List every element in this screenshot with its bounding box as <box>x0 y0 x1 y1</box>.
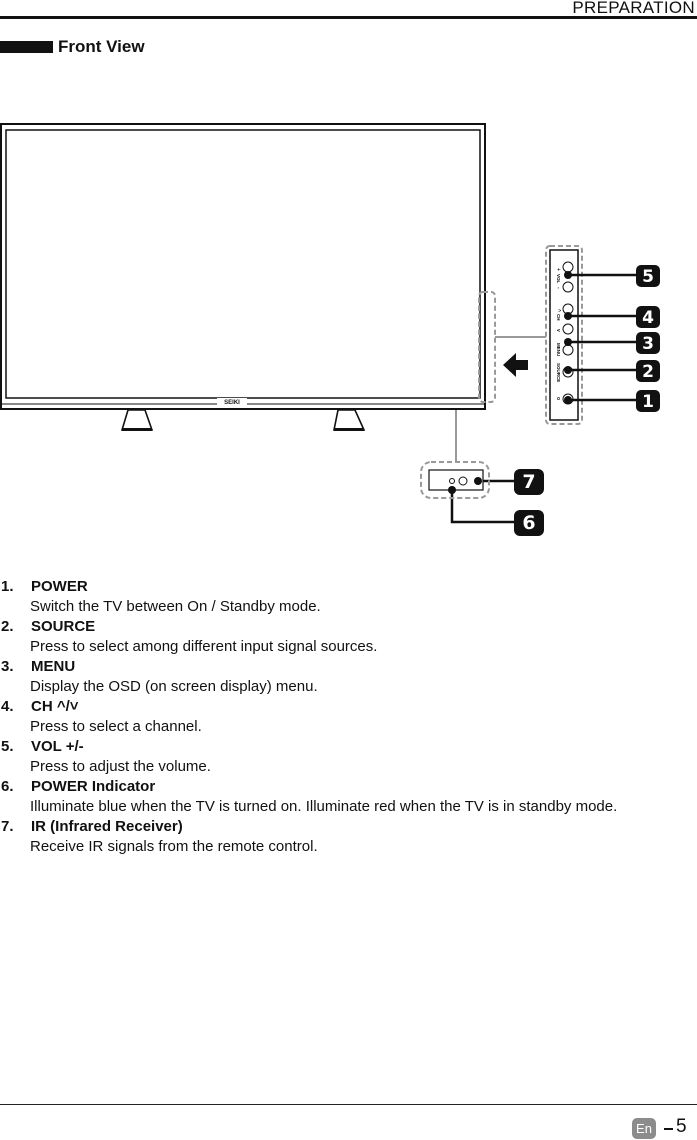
tv-stand-left <box>120 409 154 431</box>
list-item: 1. POWER Switch the TV between On / Stand… <box>0 577 697 617</box>
item-description: Illuminate blue when the TV is turned on… <box>30 798 618 815</box>
callout-badge-6: 6 <box>514 510 544 536</box>
item-title: POWER <box>31 578 88 595</box>
svg-text:4: 4 <box>642 308 654 328</box>
side-label-vol: VOL <box>556 274 561 284</box>
item-number: 2. <box>1 618 14 635</box>
list-item: 3. MENU Display the OSD (on screen displa… <box>0 657 697 697</box>
svg-text:-: - <box>555 287 561 289</box>
item-title: MENU <box>31 658 76 675</box>
tv-front-view-diagram: SEIKI + - ^ v o VOL CH MENU SOURCE <box>0 123 660 536</box>
callout-badge-3: 3 <box>636 332 660 354</box>
item-number: 1. <box>1 578 14 595</box>
side-label-ch: CH <box>556 314 561 321</box>
side-label-menu: MENU <box>556 343 561 356</box>
language-badge: En <box>632 1118 656 1139</box>
svg-text:o: o <box>555 397 561 400</box>
ir-indicator-panel <box>420 410 490 499</box>
svg-text:2: 2 <box>642 362 654 382</box>
item-title: SOURCE <box>31 618 96 635</box>
item-title: IR (Infrared Receiver) <box>31 818 183 835</box>
svg-text:3: 3 <box>642 334 654 354</box>
svg-text:7: 7 <box>522 471 535 493</box>
pointer-arrow-icon <box>503 353 528 377</box>
svg-text:1: 1 <box>642 392 654 412</box>
item-number: 5. <box>1 738 14 755</box>
svg-text:5: 5 <box>642 267 654 287</box>
callout-badge-5: 5 <box>636 265 660 287</box>
item-number: 6. <box>1 778 14 795</box>
item-title: VOL +/- <box>31 738 84 755</box>
svg-text:v: v <box>555 329 561 332</box>
svg-text:^: ^ <box>555 309 561 312</box>
list-item: 2. SOURCE Press to select among different… <box>0 617 697 657</box>
section-title: Front View <box>58 37 145 56</box>
side-button-highlight <box>478 291 496 403</box>
item-number: 4. <box>1 698 14 715</box>
item-description: Receive IR signals from the remote contr… <box>30 838 318 855</box>
item-title: CH ^/˅ <box>31 698 79 715</box>
callout-badge-1: 1 <box>636 390 660 412</box>
item-description: Switch the TV between On / Standby mode. <box>30 598 321 615</box>
footer-rule <box>0 1104 697 1105</box>
side-button-panel: + - ^ v o VOL CH MENU SOURCE <box>545 245 583 425</box>
header-rule <box>0 16 697 19</box>
list-item: 5. VOL +/- Press to adjust the volume. <box>0 737 697 777</box>
item-number: 3. <box>1 658 14 675</box>
item-number: 7. <box>1 818 14 835</box>
page-number-dash <box>664 1128 673 1130</box>
callout-badge-7: 7 <box>514 469 544 495</box>
item-description: Press to select among different input si… <box>30 638 378 655</box>
svg-text:+: + <box>555 268 561 271</box>
svg-text:6: 6 <box>522 512 535 534</box>
list-item: 7. IR (Infrared Receiver) Receive IR sign… <box>0 817 697 857</box>
item-description: Press to adjust the volume. <box>30 758 211 775</box>
item-title: POWER Indicator <box>31 778 156 795</box>
list-item: 6. POWER Indicator Illuminate blue when t… <box>0 777 697 817</box>
side-label-source: SOURCE <box>556 363 561 382</box>
item-description: Press to select a channel. <box>30 718 202 735</box>
callout-badge-2: 2 <box>636 360 660 382</box>
item-description: Display the OSD (on screen display) menu… <box>30 678 318 695</box>
list-item: 4. CH ^/˅ Press to select a channel. <box>0 697 697 737</box>
page-number: 5 <box>676 1116 687 1137</box>
callout-badge-4: 4 <box>636 306 660 328</box>
feature-list: 1. POWER Switch the TV between On / Stand… <box>0 577 697 857</box>
tv-brand-label: SEIKI <box>224 400 240 406</box>
section-marker <box>0 41 53 53</box>
page-header-title: PREPARATION <box>572 0 695 17</box>
tv-stand-right <box>333 409 366 431</box>
tv-body: SEIKI <box>0 123 486 410</box>
